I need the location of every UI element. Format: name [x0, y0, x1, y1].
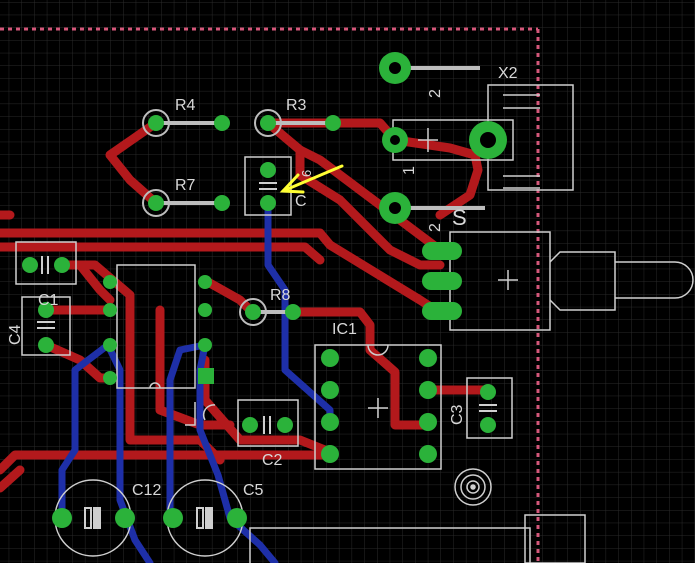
pin-label-6-partial: 6	[299, 170, 314, 177]
board-outline	[0, 27, 540, 563]
label-ic1: IC1	[332, 321, 357, 338]
pad-r4-1	[142, 109, 170, 137]
label-c1: C1	[38, 292, 59, 309]
pin-label-2-top: 2	[427, 89, 444, 98]
arrow-left-icon	[279, 164, 344, 194]
silkscreen	[15, 84, 694, 563]
label-x2: X2	[498, 65, 518, 82]
label-r3: R3	[286, 97, 307, 114]
label-r4: R4	[175, 97, 196, 114]
label-c12: C12	[132, 482, 161, 499]
label-c3: C3	[449, 404, 466, 425]
label-c4: C4	[7, 324, 24, 345]
label-r8: R8	[270, 287, 291, 304]
label-c2: C2	[262, 452, 283, 469]
drill-holes	[389, 62, 496, 214]
label-r7: R7	[175, 177, 196, 194]
label-c5: C5	[243, 482, 264, 499]
pin-label-1: 1	[401, 166, 418, 175]
capacitor-symbols	[37, 182, 497, 529]
pin-label-2-bottom: 2	[427, 223, 444, 232]
target-icon	[454, 468, 492, 506]
label-s-partial: S	[452, 205, 467, 230]
label-c-partial: C	[295, 193, 307, 210]
